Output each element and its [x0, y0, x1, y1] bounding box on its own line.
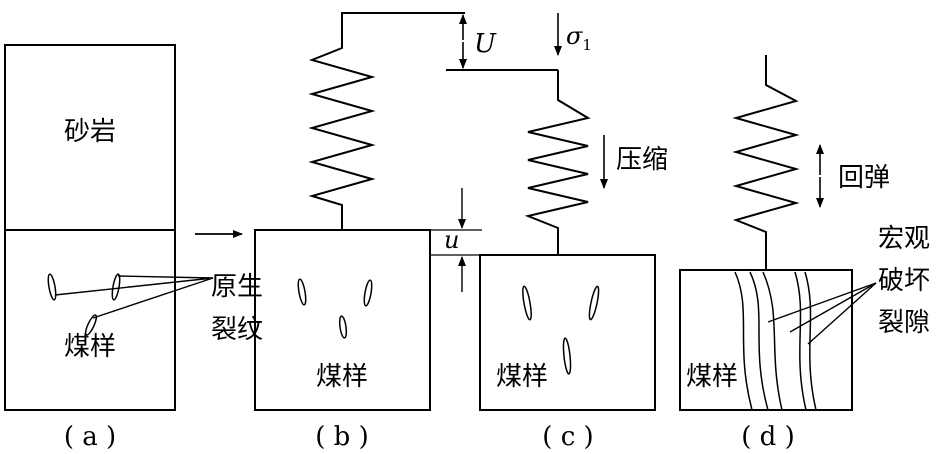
original-crack — [47, 273, 57, 301]
original-crack — [111, 273, 121, 301]
panel-c: σ1 压缩 煤样 ( c ) — [479, 13, 668, 452]
macro-label-3: 裂隙 — [878, 308, 930, 338]
sandstone-label: 砂岩 — [64, 117, 116, 147]
macro-label-1: 宏观 — [878, 224, 930, 254]
disp-U-symbol: U — [474, 29, 497, 59]
rebound-label: 回弹 — [838, 163, 890, 193]
leader-lines — [54, 275, 214, 319]
caption-a: ( a ) — [64, 422, 116, 452]
coal-label: 煤样 — [64, 332, 116, 362]
panel-a: 砂岩 煤样 原生 裂纹 ( a ) — [4, 44, 263, 452]
crack — [338, 315, 348, 339]
original-crack — [84, 314, 98, 336]
caption-b: ( b ) — [315, 422, 368, 452]
macro-label-2: 破坏 — [878, 266, 930, 296]
disp-u-symbol: u — [444, 226, 459, 254]
spring-c — [524, 70, 591, 255]
stress-sigma1: σ1 — [566, 22, 592, 54]
spring-b — [308, 12, 465, 230]
panel-d: 回弹 煤样 宏观 破坏 裂隙 ( d ) — [679, 55, 930, 452]
macro-fractures — [734, 271, 817, 411]
panel-b: 煤样 U u ( b ) — [254, 12, 558, 452]
caption-d: ( d ) — [741, 422, 794, 452]
caption-c: ( c ) — [542, 422, 593, 452]
compress-label: 压缩 — [616, 145, 668, 175]
crack — [522, 285, 532, 321]
coal-label-b: 煤样 — [316, 362, 368, 392]
coal-block-c — [479, 254, 656, 411]
coal-label-d: 煤样 — [686, 362, 738, 392]
coal-block-b — [254, 229, 431, 411]
crack — [562, 337, 572, 375]
crack — [363, 279, 373, 307]
crack — [588, 285, 600, 321]
crack — [297, 278, 307, 306]
macro-leader-lines — [767, 282, 877, 345]
coal-block — [4, 229, 176, 411]
coal-block-d — [679, 269, 853, 411]
coal-label-c: 煤样 — [496, 362, 548, 392]
spring-d — [732, 55, 800, 270]
